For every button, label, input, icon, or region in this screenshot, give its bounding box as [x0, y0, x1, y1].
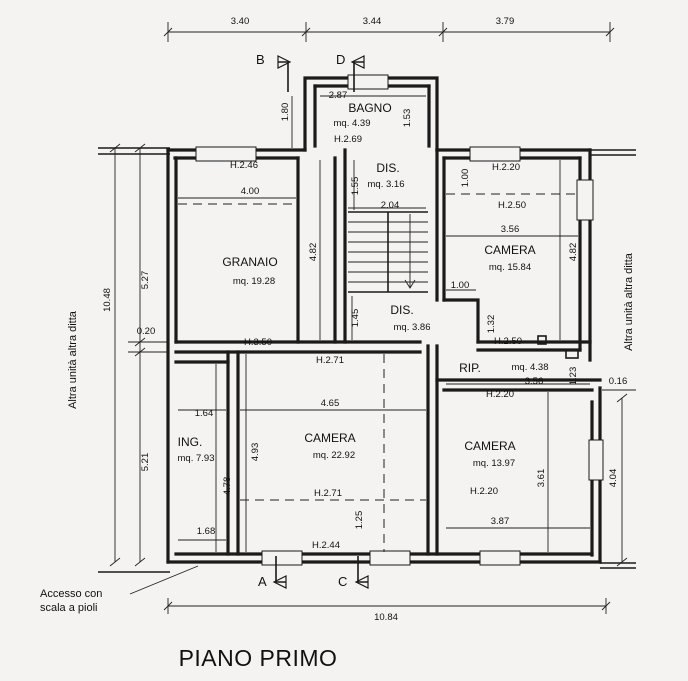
room-dis-2: DIS. mq. 3.86 1.45 1.32 — [350, 303, 497, 333]
room-area: mq. 3.16 — [368, 179, 405, 190]
right-dim-gap: 0.16 — [609, 376, 628, 387]
room-name: DIS. — [390, 303, 413, 317]
camera2-height-b: H.2.71 — [314, 488, 342, 499]
room-dis-1: DIS. mq. 3.16 1.55 2.04 — [350, 161, 404, 211]
room-rip: RIP. mq. 4.38 3.56 1.23 — [459, 361, 579, 387]
left-dimensions: 10.48 5.27 0.20 5.21 — [102, 143, 168, 567]
section-marker-d: D — [336, 52, 345, 67]
camera2-height-c: H.2.44 — [312, 540, 340, 551]
room-height: H.2.20 — [470, 486, 498, 497]
room-camera-1: CAMERA mq. 15.84 H.2.20 H.2.50 1.00 3.56… — [451, 162, 579, 347]
camera3-height-top: H.2.20 — [486, 389, 514, 400]
staircase — [348, 211, 428, 293]
dis-width: 2.04 — [381, 200, 400, 211]
left-dim-total: 10.48 — [102, 288, 113, 312]
room-camera-2: CAMERA mq. 22.92 H.3.50 H.2.71 4.65 4.93… — [244, 337, 365, 551]
room-area: mq. 4.39 — [334, 118, 371, 129]
right-side-label: Altra unità altra ditta — [623, 252, 635, 351]
access-note: Accesso con scala a pioli — [40, 565, 199, 614]
section-marker-b: B — [256, 52, 265, 67]
bagno-height-1: 1.80 — [280, 103, 291, 122]
plan-title: PIANO PRIMO — [179, 645, 338, 671]
camera2-height-top: H.3.50 — [244, 337, 272, 348]
granaio-height: 4.82 — [308, 243, 319, 262]
camera2-height-a: H.2.71 — [316, 355, 344, 366]
room-ingresso: ING. mq. 7.93 1.64 4.78 1.68 — [178, 408, 233, 537]
top-dim-2: 3.44 — [363, 16, 382, 27]
camera2-height-dim: 4.93 — [250, 443, 261, 462]
room-area: mq. 4.38 — [512, 362, 549, 373]
room-granaio: GRANAIO mq. 19.28 H.2.46 4.00 4.82 — [222, 160, 319, 287]
room-name: GRANAIO — [222, 255, 277, 269]
section-markers: B D A C — [256, 52, 369, 589]
room-height: H.2.46 — [230, 160, 258, 171]
section-marker-a: A — [258, 574, 267, 589]
ing-height: 4.78 — [222, 477, 233, 496]
right-dimensions: 4.04 0.16 — [602, 376, 636, 567]
left-dim-lower: 5.21 — [140, 453, 151, 472]
ing-width: 1.64 — [195, 408, 214, 419]
top-dim-1: 3.40 — [231, 16, 250, 27]
ing-bottom: 1.68 — [197, 526, 216, 537]
section-marker-c: C — [338, 574, 347, 589]
room-name: DIS. — [376, 161, 399, 175]
rip-height: 1.23 — [568, 367, 579, 386]
camera3-width: 3.87 — [491, 516, 510, 527]
camera2-width: 4.65 — [321, 398, 340, 409]
left-side-label: Altra unità altra ditta — [67, 310, 79, 409]
bottom-dimension: 10.84 — [163, 598, 611, 623]
room-name: BAGNO — [348, 101, 391, 115]
access-note-line-2: scala a pioli — [40, 602, 97, 614]
bagno-height-2: 1.53 — [402, 109, 413, 128]
top-dimension-chain: 3.40 3.44 3.79 — [163, 16, 615, 42]
dis2-height: 1.45 — [350, 309, 361, 328]
room-area: mq. 15.84 — [489, 262, 531, 273]
room-area: mq. 22.92 — [313, 450, 355, 461]
rip-width: 3.56 — [525, 376, 544, 387]
bagno-width: 2.87 — [329, 90, 348, 101]
room-name: CAMERA — [484, 243, 535, 257]
camera1-top-dim: 1.00 — [460, 169, 471, 188]
dashed-lines — [178, 193, 578, 552]
room-name: RIP. — [459, 361, 481, 375]
room-area: mq. 19.28 — [233, 276, 275, 287]
camera1-height-c: H.2.50 — [494, 336, 522, 347]
camera1-width: 3.56 — [501, 224, 520, 235]
camera1-niche: 1.00 — [451, 280, 470, 291]
bottom-dim-total: 10.84 — [374, 612, 398, 623]
granaio-width: 4.00 — [241, 186, 260, 197]
dis2-small: 1.32 — [486, 315, 497, 334]
left-dim-upper: 5.27 — [140, 271, 151, 290]
access-note-line-1: Accesso con — [40, 588, 102, 600]
camera2-small: 1.25 — [354, 511, 365, 530]
camera1-height-b: H.2.50 — [498, 200, 526, 211]
room-area: mq. 13.97 — [473, 458, 515, 469]
room-height: H.2.69 — [334, 134, 362, 145]
room-name: CAMERA — [304, 431, 355, 445]
neighbour-boundaries — [98, 147, 636, 573]
camera3-height-dim: 3.61 — [536, 469, 547, 488]
room-height: H.2.20 — [492, 162, 520, 173]
windows — [195, 74, 604, 566]
dis-height: 1.55 — [350, 177, 361, 196]
room-bagno: BAGNO mq. 4.39 H.2.69 2.87 1.80 1.53 — [280, 90, 413, 145]
top-dim-3: 3.79 — [496, 16, 515, 27]
room-area: mq. 3.86 — [394, 322, 431, 333]
camera1-height-dim: 4.82 — [568, 243, 579, 262]
room-name: CAMERA — [464, 439, 515, 453]
room-camera-3: CAMERA mq. 13.97 H.2.20 H.2.20 3.61 3.87 — [464, 389, 547, 527]
right-dim-lower: 4.04 — [608, 469, 619, 488]
inner-dimension-lines — [178, 95, 590, 552]
room-area: mq. 7.93 — [178, 453, 215, 464]
room-name: ING. — [178, 435, 203, 449]
left-dim-gap: 0.20 — [137, 326, 156, 337]
